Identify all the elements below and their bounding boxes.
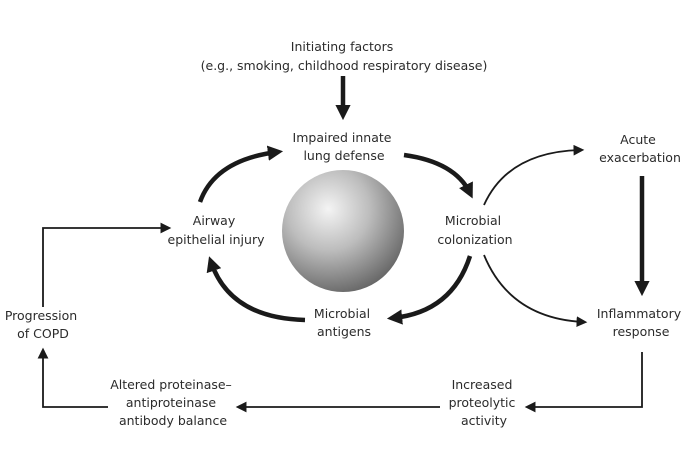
label-microbial-colonization: Microbial colonization (437, 213, 512, 247)
label-acute-exacerbation: Acute exacerbation (599, 132, 681, 165)
arrow-colonization-to-antigens (386, 255, 473, 325)
label-progression-of-copd: Progression of COPD (5, 308, 81, 341)
arrow-impaired-to-colonization (403, 152, 473, 199)
arrow-colonization-to-acute (483, 144, 585, 206)
arrow-colonization-to-inflammatory (483, 254, 588, 328)
central-sphere (282, 170, 404, 292)
arrow-proteinase-to-progression (37, 347, 108, 408)
arrow-airway-to-impaired (197, 145, 284, 203)
arrow-progression-to-airway (42, 222, 172, 307)
label-airway-epithelial-injury: Airway epithelial injury (168, 213, 266, 247)
arrow-antigens-to-airway (206, 256, 306, 323)
label-initiating-factors: Initiating factors (e.g., smoking, child… (201, 39, 488, 73)
label-impaired-lung-defense: Impaired innate lung defense (293, 130, 396, 163)
label-altered-proteinase-balance: Altered proteinase– antiproteinase antib… (110, 377, 236, 428)
label-inflammatory-response: Inflammatory response (597, 306, 685, 339)
label-increased-proteolytic-activity: Increased proteolytic activity (449, 377, 520, 428)
label-microbial-antigens: Microbial antigens (314, 306, 374, 339)
arrow-inflammatory-to-proteolytic (524, 352, 643, 413)
